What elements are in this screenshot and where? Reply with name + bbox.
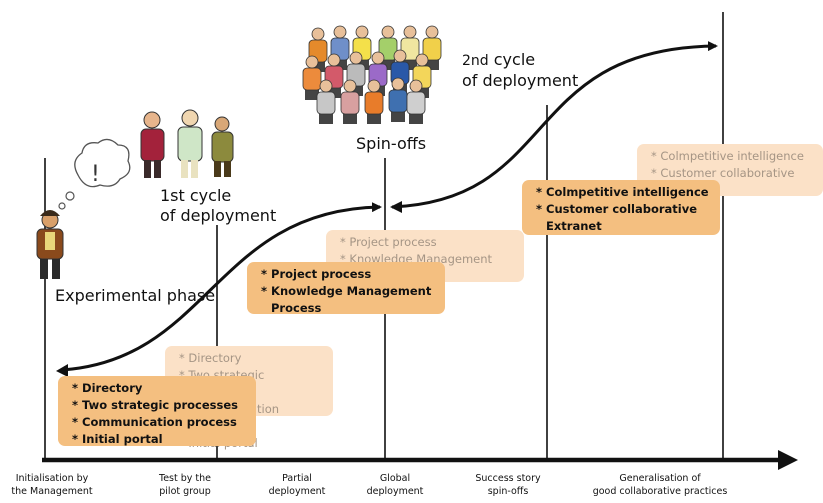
stage-label-initialisation: Initialisation by the Management (11, 473, 93, 497)
box-item: Customer collaborative (536, 201, 710, 218)
crowd-person (316, 79, 336, 124)
box-item: Customer collaborative (651, 165, 813, 182)
second-cycle-left-arrowhead (390, 201, 402, 213)
person-icon (36, 210, 64, 279)
box-item: Communication process (72, 414, 246, 431)
first-cycle-label: 1st cycle of deployment (160, 186, 277, 225)
crowd-person (388, 77, 408, 122)
experimental-phase-label: Experimental phase (55, 286, 216, 305)
stage-label-global: Global deployment (366, 473, 424, 497)
first-cycle-curve (61, 202, 382, 372)
box-item: Extranet (546, 219, 602, 233)
competitive-box: Colmpetitive intelligenceCustomer collab… (522, 180, 720, 235)
box-item: Project process (340, 234, 514, 251)
crowd-person (302, 55, 322, 100)
box-item: Directory (72, 380, 246, 397)
competitive-box-faded: Colmpetitive intelligenceCustomer collab… (637, 144, 823, 196)
stage-label-success: Success story spin-offs (475, 473, 541, 497)
spin-offs-label: Spin-offs (356, 134, 427, 153)
box-item: Process (271, 301, 322, 315)
box-item: Two strategic processes (72, 397, 246, 414)
second-cycle-label: 2nd cycle of deployment (462, 50, 578, 91)
box-item: Knowledge Management (261, 283, 435, 300)
box-item: Initial portal (72, 431, 246, 448)
directory-box: DirectoryTwo strategic processesCommunic… (58, 376, 256, 446)
box-item: Colmpetitive intelligence (651, 148, 813, 165)
stage-label-generalisation: Generalisation of good collaborative pra… (592, 473, 728, 497)
second-cycle-curve (391, 41, 718, 209)
box-item: Directory (179, 350, 323, 367)
crowd-person (378, 25, 398, 70)
project-box: Project processKnowledge ManagementProce… (247, 262, 445, 315)
second-cycle-text: cycle of deployment (462, 50, 579, 90)
crowd-of-people-icon (302, 25, 442, 124)
crowd-person (406, 79, 426, 124)
crowd-person (340, 79, 360, 124)
crowd-person (422, 25, 442, 70)
group-of-people-icon (140, 109, 234, 178)
box-item: Project process (261, 266, 435, 283)
thought-bubble-icon: ! (58, 138, 131, 210)
second-cycle-ordinal: 2nd (462, 53, 489, 69)
first-cycle-left-arrowhead (56, 364, 68, 377)
stage-label-test: Test by the pilot group (159, 473, 211, 497)
crowd-person (364, 79, 384, 124)
svg-text:!: ! (91, 162, 100, 187)
box-item: Colmpetitive intelligence (536, 184, 710, 201)
timeline-arrowhead (778, 450, 798, 470)
stage-label-partial: Partial deployment (268, 473, 326, 497)
